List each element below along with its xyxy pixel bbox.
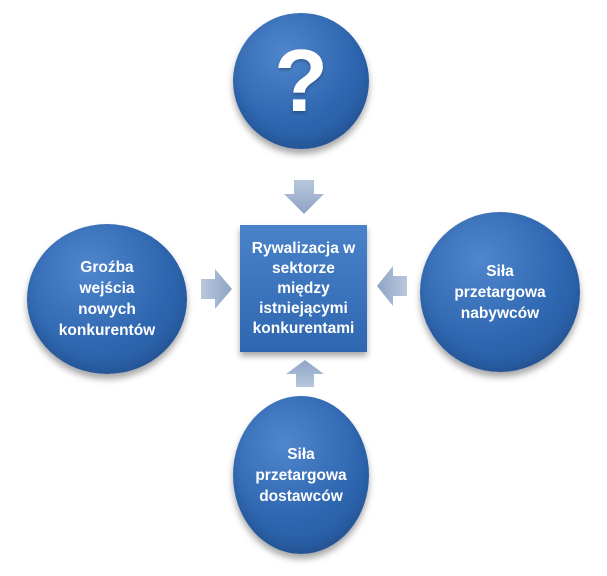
arrow-left-icon (377, 266, 407, 306)
arrow-up-icon (286, 360, 324, 387)
arrow-right-icon (201, 269, 232, 309)
buyers-label: Siła przetargowa nabywców (454, 262, 546, 322)
rivalry-label: Rywalizacja w sektorze między istniejący… (251, 239, 356, 337)
arrow-down-icon (284, 180, 324, 214)
force-circle-top: ? (233, 13, 369, 149)
force-circle-buyers: Siła przetargowa nabywców (420, 212, 580, 372)
force-circle-new-entrants: Groźba wejścia nowych konkurentów (27, 224, 187, 374)
new-entrants-label: Groźba wejścia nowych konkurentów (58, 259, 156, 339)
suppliers-label: Siła przetargowa dostawców (255, 445, 347, 505)
question-mark-label: ? (274, 31, 328, 130)
center-rivalry-box: Rywalizacja w sektorze między istniejący… (240, 225, 367, 352)
force-circle-suppliers: Siła przetargowa dostawców (233, 396, 369, 554)
